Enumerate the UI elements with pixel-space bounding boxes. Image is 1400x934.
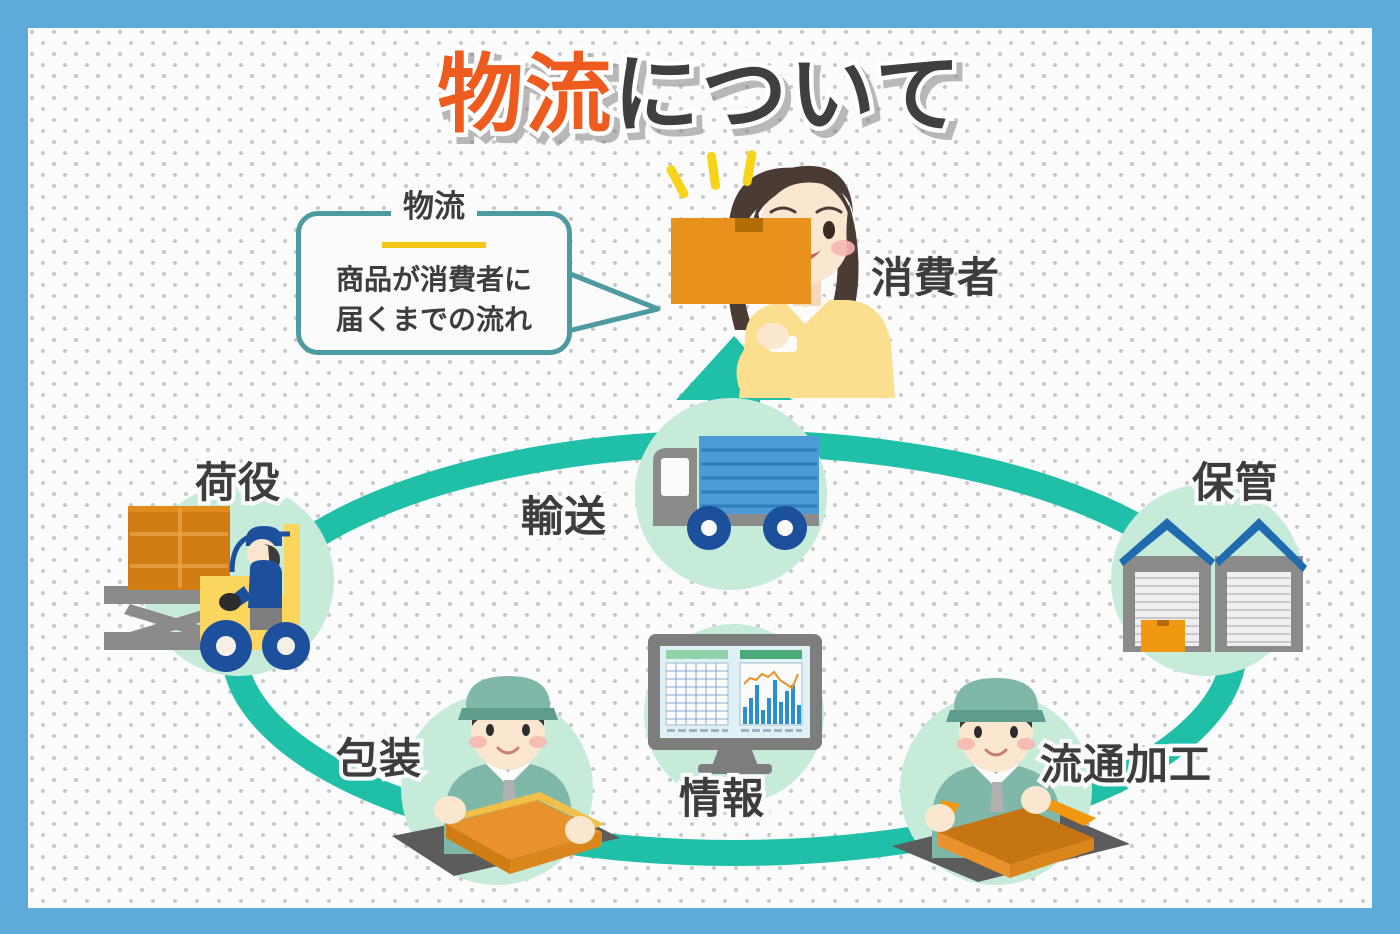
page-title-main: 物流	[433, 41, 616, 149]
worker-open-box-icon	[892, 678, 1130, 882]
node-label-packaging: 包装	[332, 730, 425, 787]
callout-heading: 物流	[391, 189, 477, 226]
consumer-illustration	[666, 150, 895, 398]
callout-body: 商品が消費者に 届くまでの流れ	[301, 260, 567, 340]
page-title-sub: について	[609, 41, 965, 149]
callout-line-1: 商品が消費者に	[335, 263, 532, 296]
node-label-cargo-handling: 荷役	[191, 454, 284, 511]
warehouse-icon	[1119, 518, 1307, 652]
monitor-icon	[648, 634, 822, 774]
chart-line	[743, 670, 799, 690]
truck-icon	[653, 436, 819, 550]
dotted-panel: 物流について	[28, 28, 1372, 908]
node-label-transport: 輸送	[517, 488, 610, 545]
node-label-storage: 保管	[1188, 454, 1281, 511]
callout-bubble: 物流 商品が消費者に 届くまでの流れ	[296, 189, 572, 355]
callout-line-2: 届くまでの流れ	[335, 302, 532, 336]
sparkle-icon	[666, 150, 757, 199]
node-label-information: 情報	[675, 770, 768, 827]
callout-underline	[382, 242, 486, 248]
delivery-arrow-up-icon	[676, 336, 792, 428]
forklift-icon	[104, 506, 310, 672]
worker-folding-box-icon	[392, 676, 620, 876]
page-title: 物流について	[28, 41, 1372, 149]
node-label-distribution-processing: 流通加工	[1036, 736, 1215, 793]
node-label-consumer: 消費者	[871, 253, 1001, 302]
chart-bars	[743, 680, 801, 724]
